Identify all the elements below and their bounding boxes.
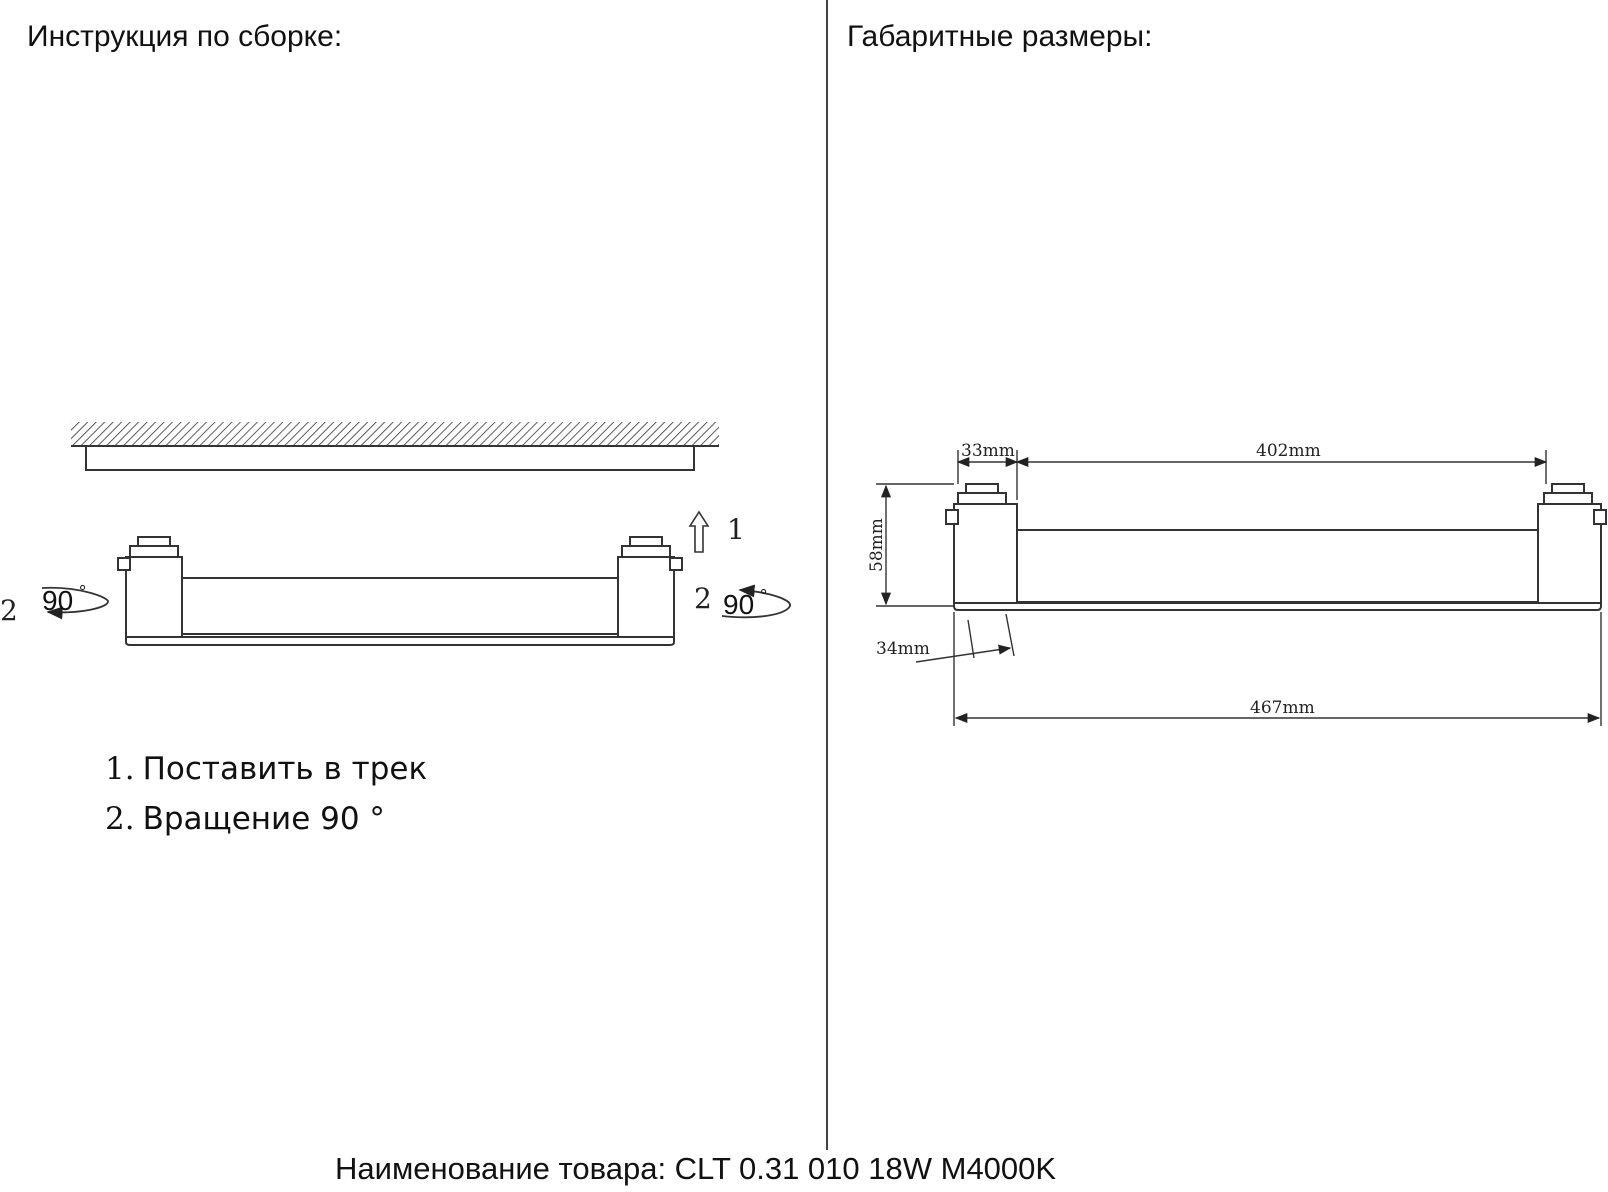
rotate-left-arrow-icon: [41, 586, 109, 620]
section-divider: [826, 0, 828, 1150]
angle-right: 90: [723, 589, 754, 620]
step-marker-rotate-right: 2: [694, 582, 712, 615]
step-1: 1.Поставить в трек: [105, 751, 428, 787]
dim-profile-width: 34mm: [876, 639, 930, 659]
dim-adapter-width: 33mm: [961, 441, 1015, 461]
dimensions-heading: Габаритные размеры:: [847, 20, 1153, 53]
insert-arrow-icon: [688, 510, 710, 553]
step-marker-rotate-left: 2: [0, 594, 18, 627]
dim-height: 58mm: [867, 518, 887, 572]
assembly-steps: 1.Поставить в трек 2.Вращение 90 °: [105, 744, 427, 844]
ceiling: [71, 422, 719, 447]
dim-body-length: 402mm: [1256, 441, 1321, 461]
rotate-right-arrow-icon: [721, 584, 791, 619]
dimension-luminaire: [945, 483, 1607, 611]
track-rail: [85, 445, 695, 471]
degree-left: °: [79, 582, 86, 602]
dim-total-length: 467mm: [1250, 698, 1315, 718]
step-2: 2.Вращение 90 °: [105, 801, 385, 837]
assembly-heading: Инструкция по сборке:: [27, 20, 343, 53]
step-marker-up: 1: [727, 513, 745, 546]
dimension-lines: [876, 450, 1602, 726]
product-label: Наименование товара: CLT 0.31 010 18W M4…: [335, 1151, 1057, 1186]
degree-right: °: [760, 586, 767, 606]
angle-left: 90: [42, 585, 73, 616]
luminaire-assembly: [117, 536, 683, 646]
